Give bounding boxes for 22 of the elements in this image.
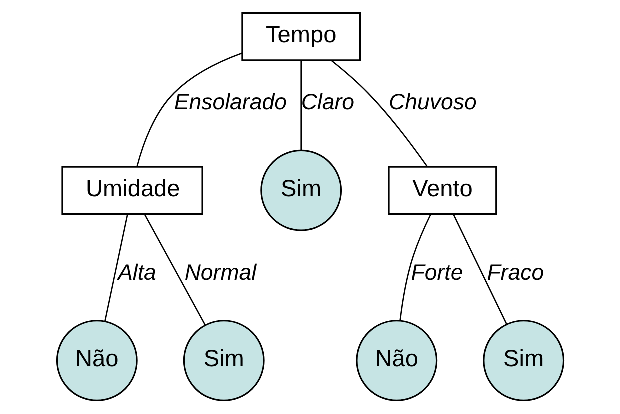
edge-label: Claro bbox=[300, 90, 354, 115]
node-circle: Não bbox=[356, 320, 438, 402]
edge-label: Alta bbox=[118, 260, 156, 285]
connector bbox=[104, 214, 128, 322]
node-circle: Não bbox=[56, 320, 138, 402]
edge-label: Normal bbox=[184, 260, 256, 285]
connector bbox=[144, 214, 206, 326]
node-box: Umidade bbox=[61, 166, 203, 215]
node-circle: Sim bbox=[482, 320, 564, 402]
connector bbox=[399, 214, 431, 321]
node-box: Tempo bbox=[241, 12, 361, 62]
node-circle: Sim bbox=[182, 320, 264, 402]
node-circle: Sim bbox=[260, 150, 342, 232]
connector bbox=[452, 214, 507, 325]
node-box: Vento bbox=[388, 166, 497, 215]
edge-label: Ensolarado bbox=[174, 90, 286, 115]
connector bbox=[300, 60, 302, 150]
connector bbox=[136, 52, 242, 167]
edge-label: Forte bbox=[410, 260, 463, 285]
edge-label: Chuvoso bbox=[388, 90, 476, 115]
connector bbox=[330, 60, 428, 168]
edge-label: Fraco bbox=[486, 260, 544, 285]
